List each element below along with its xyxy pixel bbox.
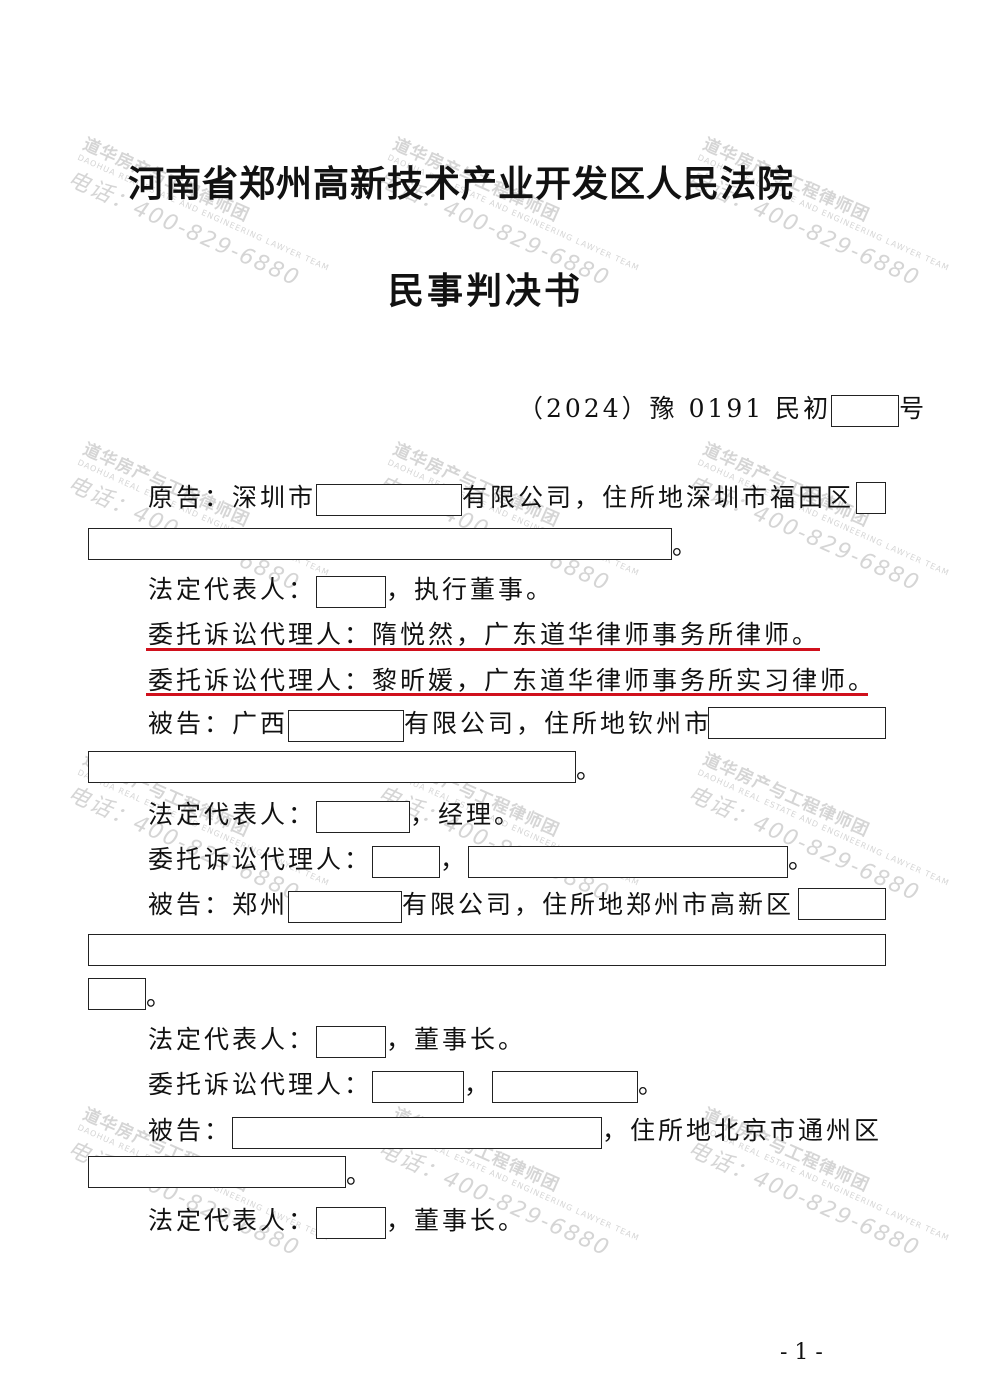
redacted-box [88,528,672,560]
redacted-box [88,934,886,966]
redacted-box [798,888,886,920]
punctuation: 。 [146,982,175,1011]
defendant-2-line: 被告：郑州有限公司，住所地郑州市高新区 [148,890,794,923]
defendant-1-line: 被告：广西有限公司，住所地钦州市 [148,709,712,742]
redacted-box [316,1206,387,1239]
defendant-3-line: 被告：，住所地北京市通州区 [148,1116,882,1149]
redacted-box [316,575,387,608]
redacted-box [372,845,441,878]
redacted-box [316,1025,387,1058]
plaintiff-line: 原告：深圳市有限公司，住所地深圳市福田区 [148,483,854,516]
plaintiff-representative: 法定代表人：，执行董事。 [148,575,554,608]
red-underline [146,648,820,651]
redacted-box [856,482,886,514]
redacted-box [831,394,900,427]
redacted-box [88,751,576,783]
defendant-3-representative: 法定代表人：，董事长。 [148,1206,526,1239]
redacted-box [288,709,405,742]
case-number: （2024）豫 0191 民初号 [518,394,927,427]
page-number: - 1 - [780,1340,823,1365]
defendant-1-representative: 法定代表人：，经理。 [148,800,522,833]
redacted-box [468,845,789,878]
court-title: 河南省郑州高新技术产业开发区人民法院 [128,163,795,205]
plaintiff-agent-1: 委托诉讼代理人：隋悦然，广东道华律师事务所律师。 [148,620,821,649]
defendant-2-representative: 法定代表人：，董事长。 [148,1025,526,1058]
redacted-box [372,1070,465,1103]
red-underline [146,693,868,696]
redacted-box [316,800,411,833]
punctuation: 。 [346,1160,375,1189]
plaintiff-agent-2: 委托诉讼代理人：黎昕媛，广东道华律师事务所实习律师。 [148,666,877,695]
defendant-1-agent: 委托诉讼代理人：，。 [148,845,816,878]
redacted-box [492,1070,639,1103]
punctuation: 。 [576,755,605,784]
defendant-2-agent: 委托诉讼代理人：，。 [148,1070,666,1103]
punctuation: 。 [672,531,701,560]
redacted-box [708,707,886,739]
redacted-box [232,1116,603,1149]
redacted-box [88,1156,346,1188]
document-type: 民事判决书 [388,270,584,312]
redacted-box [288,890,403,923]
redacted-box [316,483,463,516]
redacted-box [88,978,146,1010]
watermark: 道华房产与工程律师团 DAOHUA REAL ESTATE AND ENGINE… [683,439,951,597]
